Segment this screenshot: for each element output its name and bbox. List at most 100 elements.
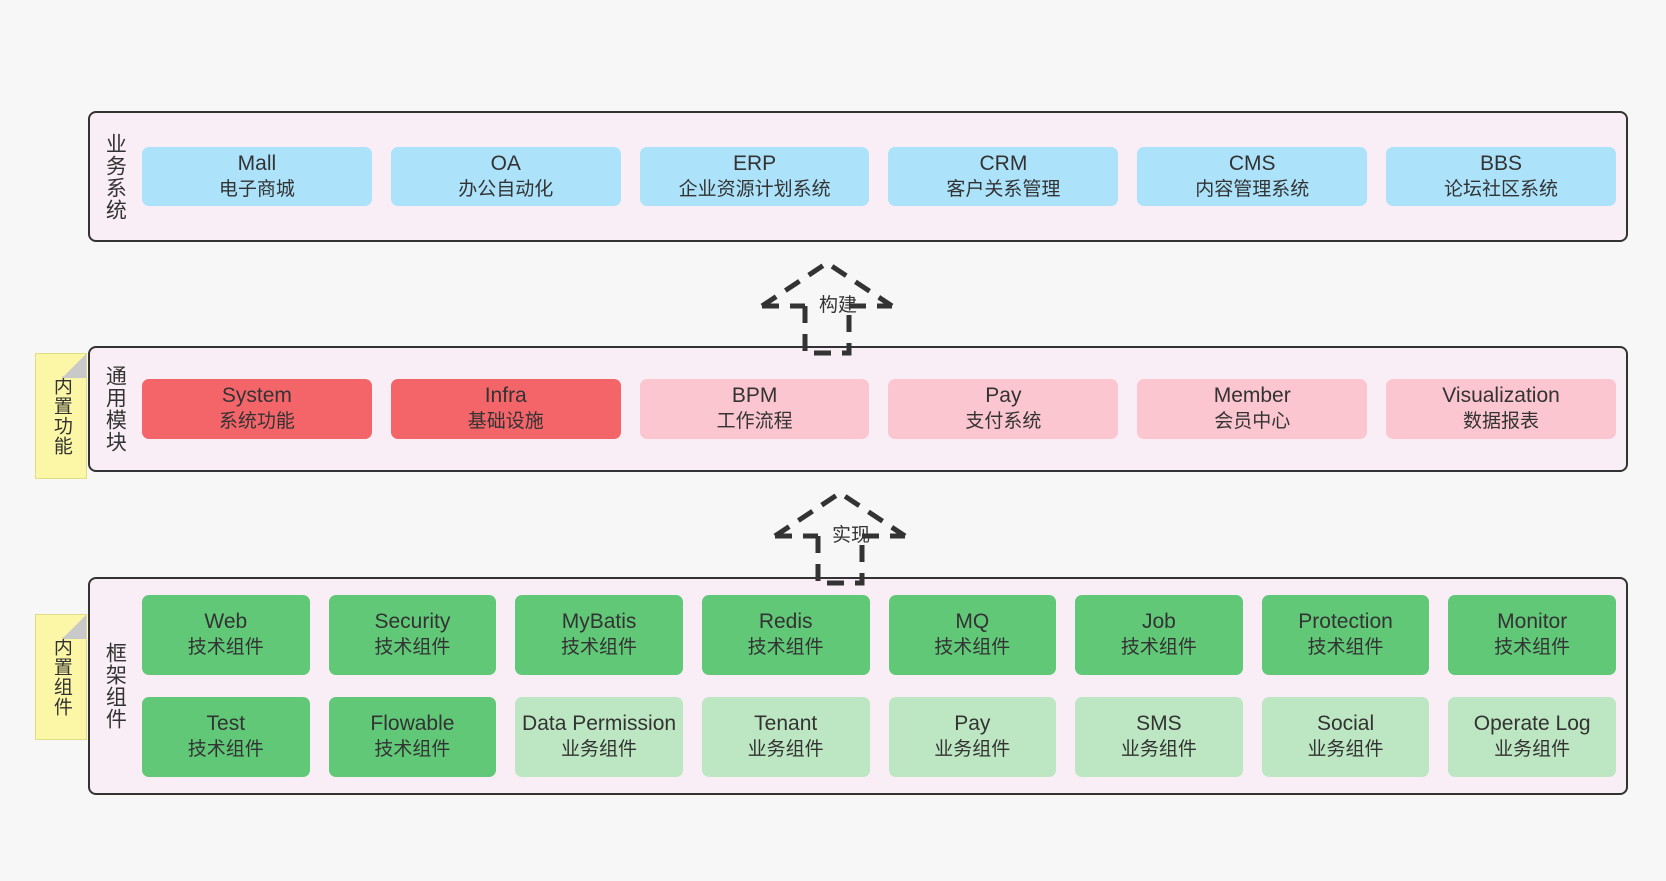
card-operate-log[interactable]: Operate Log 业务组件	[1448, 697, 1616, 777]
card-cms-desc: 内容管理系统	[1195, 178, 1310, 200]
card-mybatis-desc: 技术组件	[561, 637, 638, 659]
card-test-desc: 技术组件	[187, 739, 264, 761]
card-infra[interactable]: Infra 基础设施	[390, 379, 621, 439]
card-job-desc: 技术组件	[1120, 637, 1197, 659]
card-crm[interactable]: CRM 客户关系管理	[888, 146, 1119, 207]
framework-card-row-1: Web 技术组件 Security 技术组件 MyBatis 技术组件 Redi…	[142, 595, 1616, 675]
card-pay-module-name: Pay	[985, 384, 1022, 408]
card-pay-component-name: Pay	[954, 712, 991, 736]
card-data-permission[interactable]: Data Permission 业务组件	[515, 697, 683, 777]
card-sms[interactable]: SMS 业务组件	[1075, 697, 1243, 777]
card-oa-name: OA	[490, 151, 521, 175]
card-social-desc: 业务组件	[1307, 739, 1384, 761]
card-sms-name: SMS	[1136, 712, 1182, 736]
card-test[interactable]: Test 技术组件	[142, 697, 310, 777]
business-card-row: Mall 电子商城 OA 办公自动化 ERP 企业资源计划系统 CRM 客户关系…	[142, 146, 1616, 207]
business-layer-body: Mall 电子商城 OA 办公自动化 ERP 企业资源计划系统 CRM 客户关系…	[138, 113, 1626, 240]
card-system[interactable]: System 系统功能	[142, 379, 372, 439]
card-sms-desc: 业务组件	[1120, 739, 1197, 761]
business-system-layer: 业务系统 Mall 电子商城 OA 办公自动化 ERP 企业资源计划系统 CRM…	[88, 111, 1628, 242]
card-system-name: System	[221, 384, 292, 408]
card-redis[interactable]: Redis 技术组件	[701, 595, 870, 675]
connector-implement-label: 实现	[832, 525, 871, 546]
card-pay-component[interactable]: Pay 业务组件	[888, 697, 1057, 777]
card-oa[interactable]: OA 办公自动化	[390, 146, 621, 207]
card-job[interactable]: Job 技术组件	[1075, 595, 1243, 675]
card-tenant-desc: 业务组件	[747, 739, 824, 761]
card-tenant[interactable]: Tenant 业务组件	[701, 697, 870, 777]
card-operate-log-desc: 业务组件	[1494, 739, 1571, 761]
card-bbs-desc: 论坛社区系统	[1444, 178, 1559, 200]
card-erp[interactable]: ERP 企业资源计划系统	[639, 146, 870, 207]
card-data-permission-desc: 业务组件	[561, 739, 638, 761]
card-mq-name: MQ	[955, 610, 990, 634]
framework-component-layer: 框架组件 Web 技术组件 Security 技术组件 MyBatis 技术组件…	[88, 577, 1628, 795]
sticky-builtin-component: 内置组件	[35, 614, 87, 740]
card-redis-name: Redis	[758, 610, 813, 634]
card-bpm-name: BPM	[731, 384, 778, 408]
layer-title-common: 通用模块	[103, 365, 127, 453]
card-monitor-desc: 技术组件	[1494, 637, 1571, 659]
card-mybatis-name: MyBatis	[561, 610, 637, 634]
card-protection-name: Protection	[1298, 610, 1393, 634]
card-flowable[interactable]: Flowable 技术组件	[328, 697, 497, 777]
sticky-builtin-component-label: 内置组件	[50, 637, 72, 717]
connector-build: 构建	[757, 258, 897, 358]
card-flowable-name: Flowable	[370, 712, 455, 736]
card-protection-desc: 技术组件	[1307, 637, 1384, 659]
card-operate-log-name: Operate Log	[1473, 712, 1591, 736]
card-erp-desc: 企业资源计划系统	[678, 178, 831, 200]
card-visualization[interactable]: Visualization 数据报表	[1386, 379, 1616, 439]
card-social-name: Social	[1316, 712, 1375, 736]
card-mall-name: Mall	[237, 151, 277, 175]
sticky-builtin-function: 内置功能	[35, 353, 87, 479]
card-infra-name: Infra	[484, 384, 527, 408]
card-oa-desc: 办公自动化	[458, 178, 554, 200]
card-protection[interactable]: Protection 技术组件	[1261, 595, 1430, 675]
layer-title-business: 业务系统	[103, 132, 127, 221]
card-mall[interactable]: Mall 电子商城	[142, 146, 372, 207]
card-mq-desc: 技术组件	[934, 637, 1011, 659]
common-card-row: System 系统功能 Infra 基础设施 BPM 工作流程 Pay 支付系统…	[142, 379, 1616, 439]
card-bpm[interactable]: BPM 工作流程	[639, 379, 870, 439]
card-monitor[interactable]: Monitor 技术组件	[1448, 595, 1616, 675]
card-cms-name: CMS	[1228, 151, 1276, 175]
connector-build-label: 构建	[819, 295, 858, 316]
layer-title-framework: 框架组件	[103, 642, 127, 730]
card-mybatis[interactable]: MyBatis 技术组件	[515, 595, 683, 675]
common-layer-body: System 系统功能 Infra 基础设施 BPM 工作流程 Pay 支付系统…	[138, 348, 1626, 470]
card-bbs[interactable]: BBS 论坛社区系统	[1386, 146, 1616, 207]
card-visualization-desc: 数据报表	[1463, 411, 1540, 433]
card-mall-desc: 电子商城	[218, 178, 295, 200]
card-test-name: Test	[206, 712, 246, 736]
card-data-permission-name: Data Permission	[522, 712, 677, 736]
card-security[interactable]: Security 技术组件	[328, 595, 497, 675]
card-redis-desc: 技术组件	[747, 637, 824, 659]
card-security-desc: 技术组件	[374, 637, 451, 659]
card-crm-desc: 客户关系管理	[946, 178, 1061, 200]
card-cms[interactable]: CMS 内容管理系统	[1137, 146, 1368, 207]
card-flowable-desc: 技术组件	[374, 739, 451, 761]
card-erp-name: ERP	[732, 151, 777, 175]
card-bbs-name: BBS	[1480, 151, 1523, 175]
card-web-name: Web	[204, 610, 248, 634]
card-pay-module[interactable]: Pay 支付系统	[888, 379, 1119, 439]
card-system-desc: 系统功能	[218, 411, 295, 433]
card-member[interactable]: Member 会员中心	[1137, 379, 1368, 439]
card-job-name: Job	[1142, 610, 1176, 634]
card-security-name: Security	[374, 610, 451, 634]
card-infra-desc: 基础设施	[467, 411, 544, 433]
card-web[interactable]: Web 技术组件	[142, 595, 310, 675]
card-pay-component-desc: 业务组件	[934, 739, 1011, 761]
card-visualization-name: Visualization	[1442, 384, 1560, 408]
card-social[interactable]: Social 业务组件	[1261, 697, 1430, 777]
card-monitor-name: Monitor	[1497, 610, 1568, 634]
card-pay-module-desc: 支付系统	[965, 411, 1042, 433]
framework-card-row-2: Test 技术组件 Flowable 技术组件 Data Permission …	[142, 697, 1616, 777]
card-mq[interactable]: MQ 技术组件	[888, 595, 1057, 675]
card-crm-name: CRM	[979, 151, 1028, 175]
connector-implement: 实现	[770, 488, 910, 588]
card-bpm-desc: 工作流程	[716, 411, 793, 433]
connector-implement-glyph	[773, 490, 907, 586]
card-web-desc: 技术组件	[187, 637, 264, 659]
